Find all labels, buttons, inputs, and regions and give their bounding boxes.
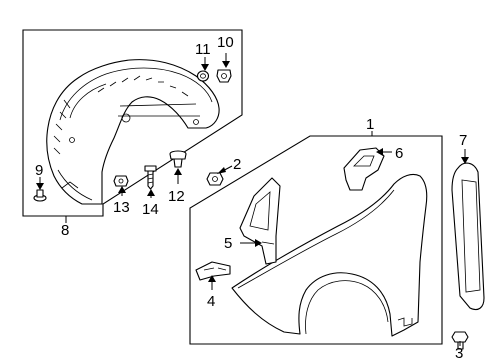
- callout-2: 2: [233, 156, 241, 173]
- fender-liner: [46, 59, 220, 205]
- upper-bracket-6: [343, 147, 385, 191]
- liner-group-box: [22, 29, 243, 217]
- callout-12: 12: [168, 188, 185, 205]
- callout-1: 1: [366, 116, 374, 133]
- callout-4: 4: [207, 293, 215, 310]
- lower-bracket-4: [195, 261, 231, 281]
- leaders: [36, 53, 469, 346]
- callout-13: 13: [113, 199, 130, 216]
- callout-3: 3: [455, 345, 463, 360]
- bolt-3: [451, 331, 469, 350]
- callout-7: 7: [459, 132, 467, 149]
- callout-11: 11: [195, 41, 211, 58]
- callout-8: 8: [61, 222, 69, 239]
- push-clip-9: [33, 189, 47, 202]
- callout-6: 6: [395, 145, 403, 162]
- callout-10: 10: [217, 34, 234, 51]
- clip-nut-10: [216, 69, 232, 83]
- clip-12: [169, 150, 187, 168]
- screw-14: [144, 165, 157, 190]
- nut-2: [206, 172, 224, 186]
- callout-9: 9: [35, 162, 43, 179]
- fender-bracket-5: [239, 177, 281, 265]
- ring-washer-11: [196, 70, 210, 82]
- callout-5: 5: [224, 235, 232, 252]
- fender-group-box: [189, 135, 443, 345]
- nut-13: [113, 175, 129, 187]
- callout-14: 14: [142, 201, 159, 218]
- fender-extension-7: [451, 162, 485, 311]
- front-fender: [231, 173, 428, 337]
